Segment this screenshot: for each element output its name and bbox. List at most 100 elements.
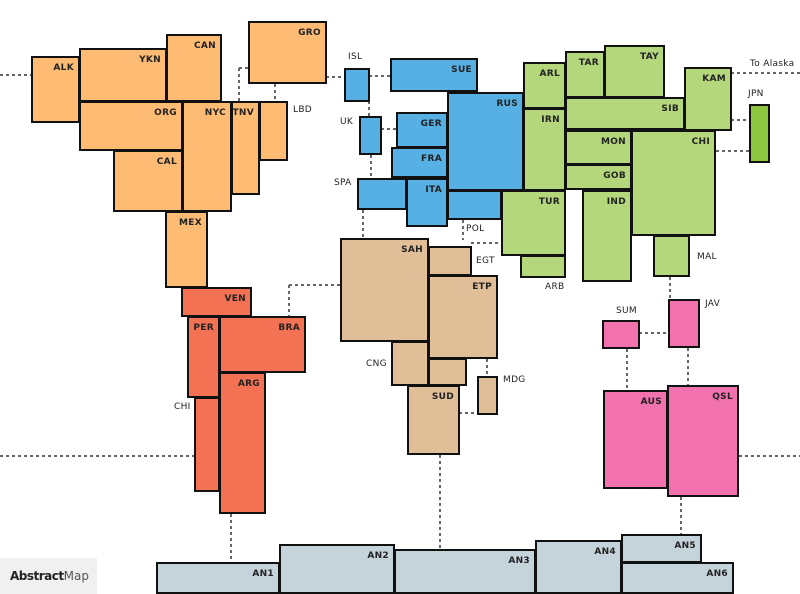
region-label: NYC (204, 108, 226, 118)
region-arg[interactable]: ARG (219, 372, 266, 514)
region-sum[interactable] (602, 320, 640, 349)
region-label: PER (193, 323, 214, 333)
region-an5[interactable]: AN5 (621, 534, 702, 563)
region-label: SUD (431, 392, 454, 402)
region-label: ARG (237, 379, 260, 389)
region-label: TNV (232, 108, 254, 118)
region-gro[interactable]: GRO (248, 21, 327, 84)
region-rus[interactable]: RUS (447, 92, 524, 191)
region-aus[interactable]: AUS (603, 390, 668, 489)
region-label: CHI (174, 402, 191, 412)
region-bra[interactable]: BRA (219, 316, 306, 373)
region-label: AN6 (706, 569, 728, 579)
region-ger[interactable]: GER (396, 112, 448, 148)
region-arl[interactable]: ARL (523, 62, 566, 109)
region-label: CNG (366, 359, 387, 369)
region-cng2[interactable] (428, 358, 467, 386)
region-ind[interactable]: IND (582, 190, 632, 282)
region-tur[interactable]: TUR (501, 190, 566, 256)
region-mon[interactable]: MON (565, 130, 632, 165)
region-label: ETP (472, 282, 492, 292)
region-label: MAL (697, 252, 717, 262)
region-label: AN4 (594, 547, 616, 557)
region-uk[interactable] (359, 116, 382, 155)
region-tnv[interactable]: TNV (231, 101, 260, 195)
region-per[interactable]: PER (187, 316, 220, 398)
region-fra[interactable]: FRA (391, 147, 448, 178)
region-label: ORG (154, 108, 177, 118)
region-label: ITA (425, 185, 442, 195)
region-mal[interactable] (653, 235, 690, 277)
region-ykn[interactable]: YKN (79, 48, 167, 102)
region-label: FRA (421, 154, 442, 164)
region-label: KAM (702, 74, 726, 84)
region-tar[interactable]: TAR (565, 51, 605, 98)
region-arb[interactable] (520, 255, 566, 278)
region-mdg[interactable] (477, 376, 498, 415)
region-label: IRN (541, 115, 560, 125)
region-label: CAL (156, 157, 177, 167)
region-can[interactable]: CAN (166, 34, 222, 102)
region-label: AN1 (252, 569, 274, 579)
region-label: LBD (293, 105, 313, 115)
region-tay[interactable]: TAY (604, 45, 665, 98)
region-cal[interactable]: CAL (113, 150, 183, 212)
region-label: SPA (334, 178, 352, 188)
region-org[interactable]: ORG (79, 101, 183, 151)
region-label: ARL (539, 69, 560, 79)
region-nyc[interactable]: NYC (182, 101, 232, 212)
region-label: EGT (476, 256, 495, 266)
region-label: TUR (538, 197, 560, 207)
region-sue[interactable]: SUE (390, 58, 478, 92)
region-pol[interactable] (447, 190, 502, 220)
region-label: TAR (578, 58, 599, 68)
region-label: MEX (179, 218, 202, 228)
region-jpn[interactable] (749, 104, 770, 163)
region-label: SUE (451, 65, 472, 75)
region-kam[interactable]: KAM (684, 67, 732, 131)
region-jav[interactable] (668, 299, 700, 348)
region-label: VEN (224, 294, 246, 304)
logo-bold: Abstract (10, 569, 64, 583)
region-label: SUM (616, 306, 637, 316)
region-an4[interactable]: AN4 (535, 540, 622, 594)
region-cng[interactable] (391, 341, 429, 386)
region-label: JAV (705, 299, 721, 309)
region-label: QSL (712, 392, 733, 402)
region-an1[interactable]: AN1 (156, 562, 280, 594)
region-an6[interactable]: AN6 (621, 562, 734, 594)
region-alk[interactable]: ALK (31, 56, 80, 123)
region-spa[interactable] (357, 178, 407, 210)
region-ita[interactable]: ITA (406, 178, 448, 227)
region-label: ISL (348, 52, 363, 62)
region-chi[interactable]: CHI (631, 130, 716, 236)
region-label: ARB (545, 282, 565, 292)
to-alaska-label: To Alaska (750, 59, 795, 69)
region-ven[interactable]: VEN (181, 287, 252, 317)
region-isl[interactable] (344, 68, 370, 102)
region-label: AN2 (367, 551, 389, 561)
region-label: MON (600, 137, 626, 147)
region-gob[interactable]: GOB (565, 164, 632, 190)
region-etp[interactable]: ETP (428, 275, 498, 359)
region-qsl[interactable]: QSL (667, 385, 739, 497)
region-sah[interactable]: SAH (340, 238, 429, 342)
region-label: MDG (503, 375, 526, 385)
region-label: CHI (691, 137, 710, 147)
region-label: ALK (53, 63, 74, 73)
region-label: AUS (640, 397, 662, 407)
region-irn[interactable]: IRN (523, 108, 566, 191)
region-label: AN5 (674, 541, 696, 551)
region-mex[interactable]: MEX (165, 211, 208, 288)
region-egt[interactable] (428, 246, 472, 276)
region-sud[interactable]: SUD (407, 385, 460, 455)
region-an3[interactable]: AN3 (394, 549, 536, 594)
region-label: BRA (278, 323, 300, 333)
region-chs[interactable] (194, 397, 220, 492)
region-an2[interactable]: AN2 (279, 544, 395, 594)
region-label: GOB (603, 171, 626, 181)
region-lbd[interactable] (259, 101, 288, 161)
region-sib[interactable]: SIB (565, 97, 685, 130)
